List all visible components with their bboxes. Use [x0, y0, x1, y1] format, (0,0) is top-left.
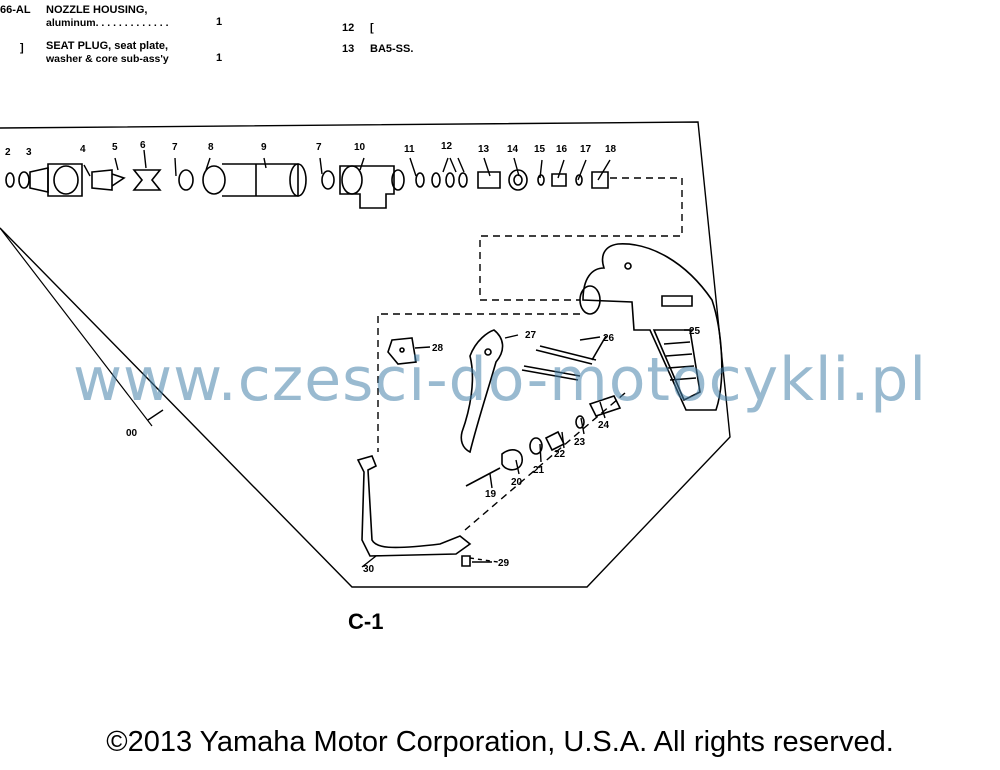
leader-lines [147, 409, 164, 421]
parts-list: 66-AL NOZZLE HOUSING, aluminum. . . . . … [0, 0, 1000, 70]
callout-number: 00 [126, 428, 138, 439]
callout-number: 3 [26, 147, 32, 158]
callout-number: 16 [556, 144, 568, 155]
callout-number: 21 [533, 465, 545, 476]
callout-number: 5 [112, 142, 118, 153]
gun-body [579, 243, 723, 411]
callout-number: 7 [172, 142, 178, 153]
parts-list-name: washer & core sub-ass'y [46, 53, 169, 65]
copyright-notice: ©2013 Yamaha Motor Corporation, U.S.A. A… [106, 726, 894, 758]
leader-lines [83, 149, 611, 181]
callout-number: 8 [208, 142, 214, 153]
parts-list-ref: 12 [342, 22, 355, 34]
callout-number: 13 [478, 144, 490, 155]
leader-lines [414, 329, 693, 349]
callout-number: 6 [140, 140, 146, 151]
parts-list-qty: 1 [216, 16, 223, 28]
parts-list-ref: ] [20, 42, 24, 54]
callout-number: 18 [605, 144, 617, 155]
callout-number: 26 [603, 333, 615, 344]
watermark: www.czesci-do-motocykli.pl [72, 345, 928, 415]
leader-lines [0, 227, 153, 427]
callout-number: 27 [525, 330, 537, 341]
callout-number: 4 [80, 144, 86, 155]
callout-labels: 2 3 4 5 6 7 8 9 7 10 11 12 13 14 15 16 1… [5, 140, 701, 575]
leader-lines [361, 555, 492, 568]
parts-list-name: SEAT PLUG, seat plate, [46, 40, 169, 52]
parts-list-mark: [ [370, 22, 374, 34]
nozzle-parts-row [5, 163, 609, 209]
trigger-assembly [356, 329, 622, 567]
callout-number: 17 [580, 144, 592, 155]
parts-list-name: aluminum. . . . . . . . . . . . . [46, 17, 169, 29]
callout-number: 2 [5, 147, 11, 158]
callout-number: 29 [498, 558, 510, 569]
callout-number: 7 [316, 142, 322, 153]
parts-list-qty: 1 [216, 52, 223, 64]
callout-number: 28 [432, 343, 444, 354]
parts-list-name: NOZZLE HOUSING, [46, 4, 148, 16]
callout-number: 11 [404, 144, 415, 155]
callout-number: 24 [598, 420, 610, 431]
callout-number: 12 [441, 141, 453, 152]
exploded-parts-diagram [0, 121, 731, 588]
callout-number: 14 [507, 144, 519, 155]
callout-number: 10 [354, 142, 366, 153]
figure-label: C-1 [348, 609, 384, 634]
callout-number: 23 [574, 437, 586, 448]
callout-number: 19 [485, 489, 497, 500]
parts-list-ref: 13 [342, 43, 355, 55]
callout-number: 20 [511, 477, 523, 488]
parts-list-ref: 66-AL [0, 4, 31, 16]
callout-number: 22 [554, 449, 566, 460]
dashed-leader [377, 313, 580, 452]
parts-list-name: BA5-SS. [370, 43, 414, 55]
dashed-leader [479, 177, 683, 301]
callout-number: 15 [534, 144, 546, 155]
callout-number: 30 [363, 564, 375, 575]
callout-number: 9 [261, 142, 267, 153]
callout-number: 25 [689, 326, 701, 337]
diagram-frame [0, 121, 731, 588]
